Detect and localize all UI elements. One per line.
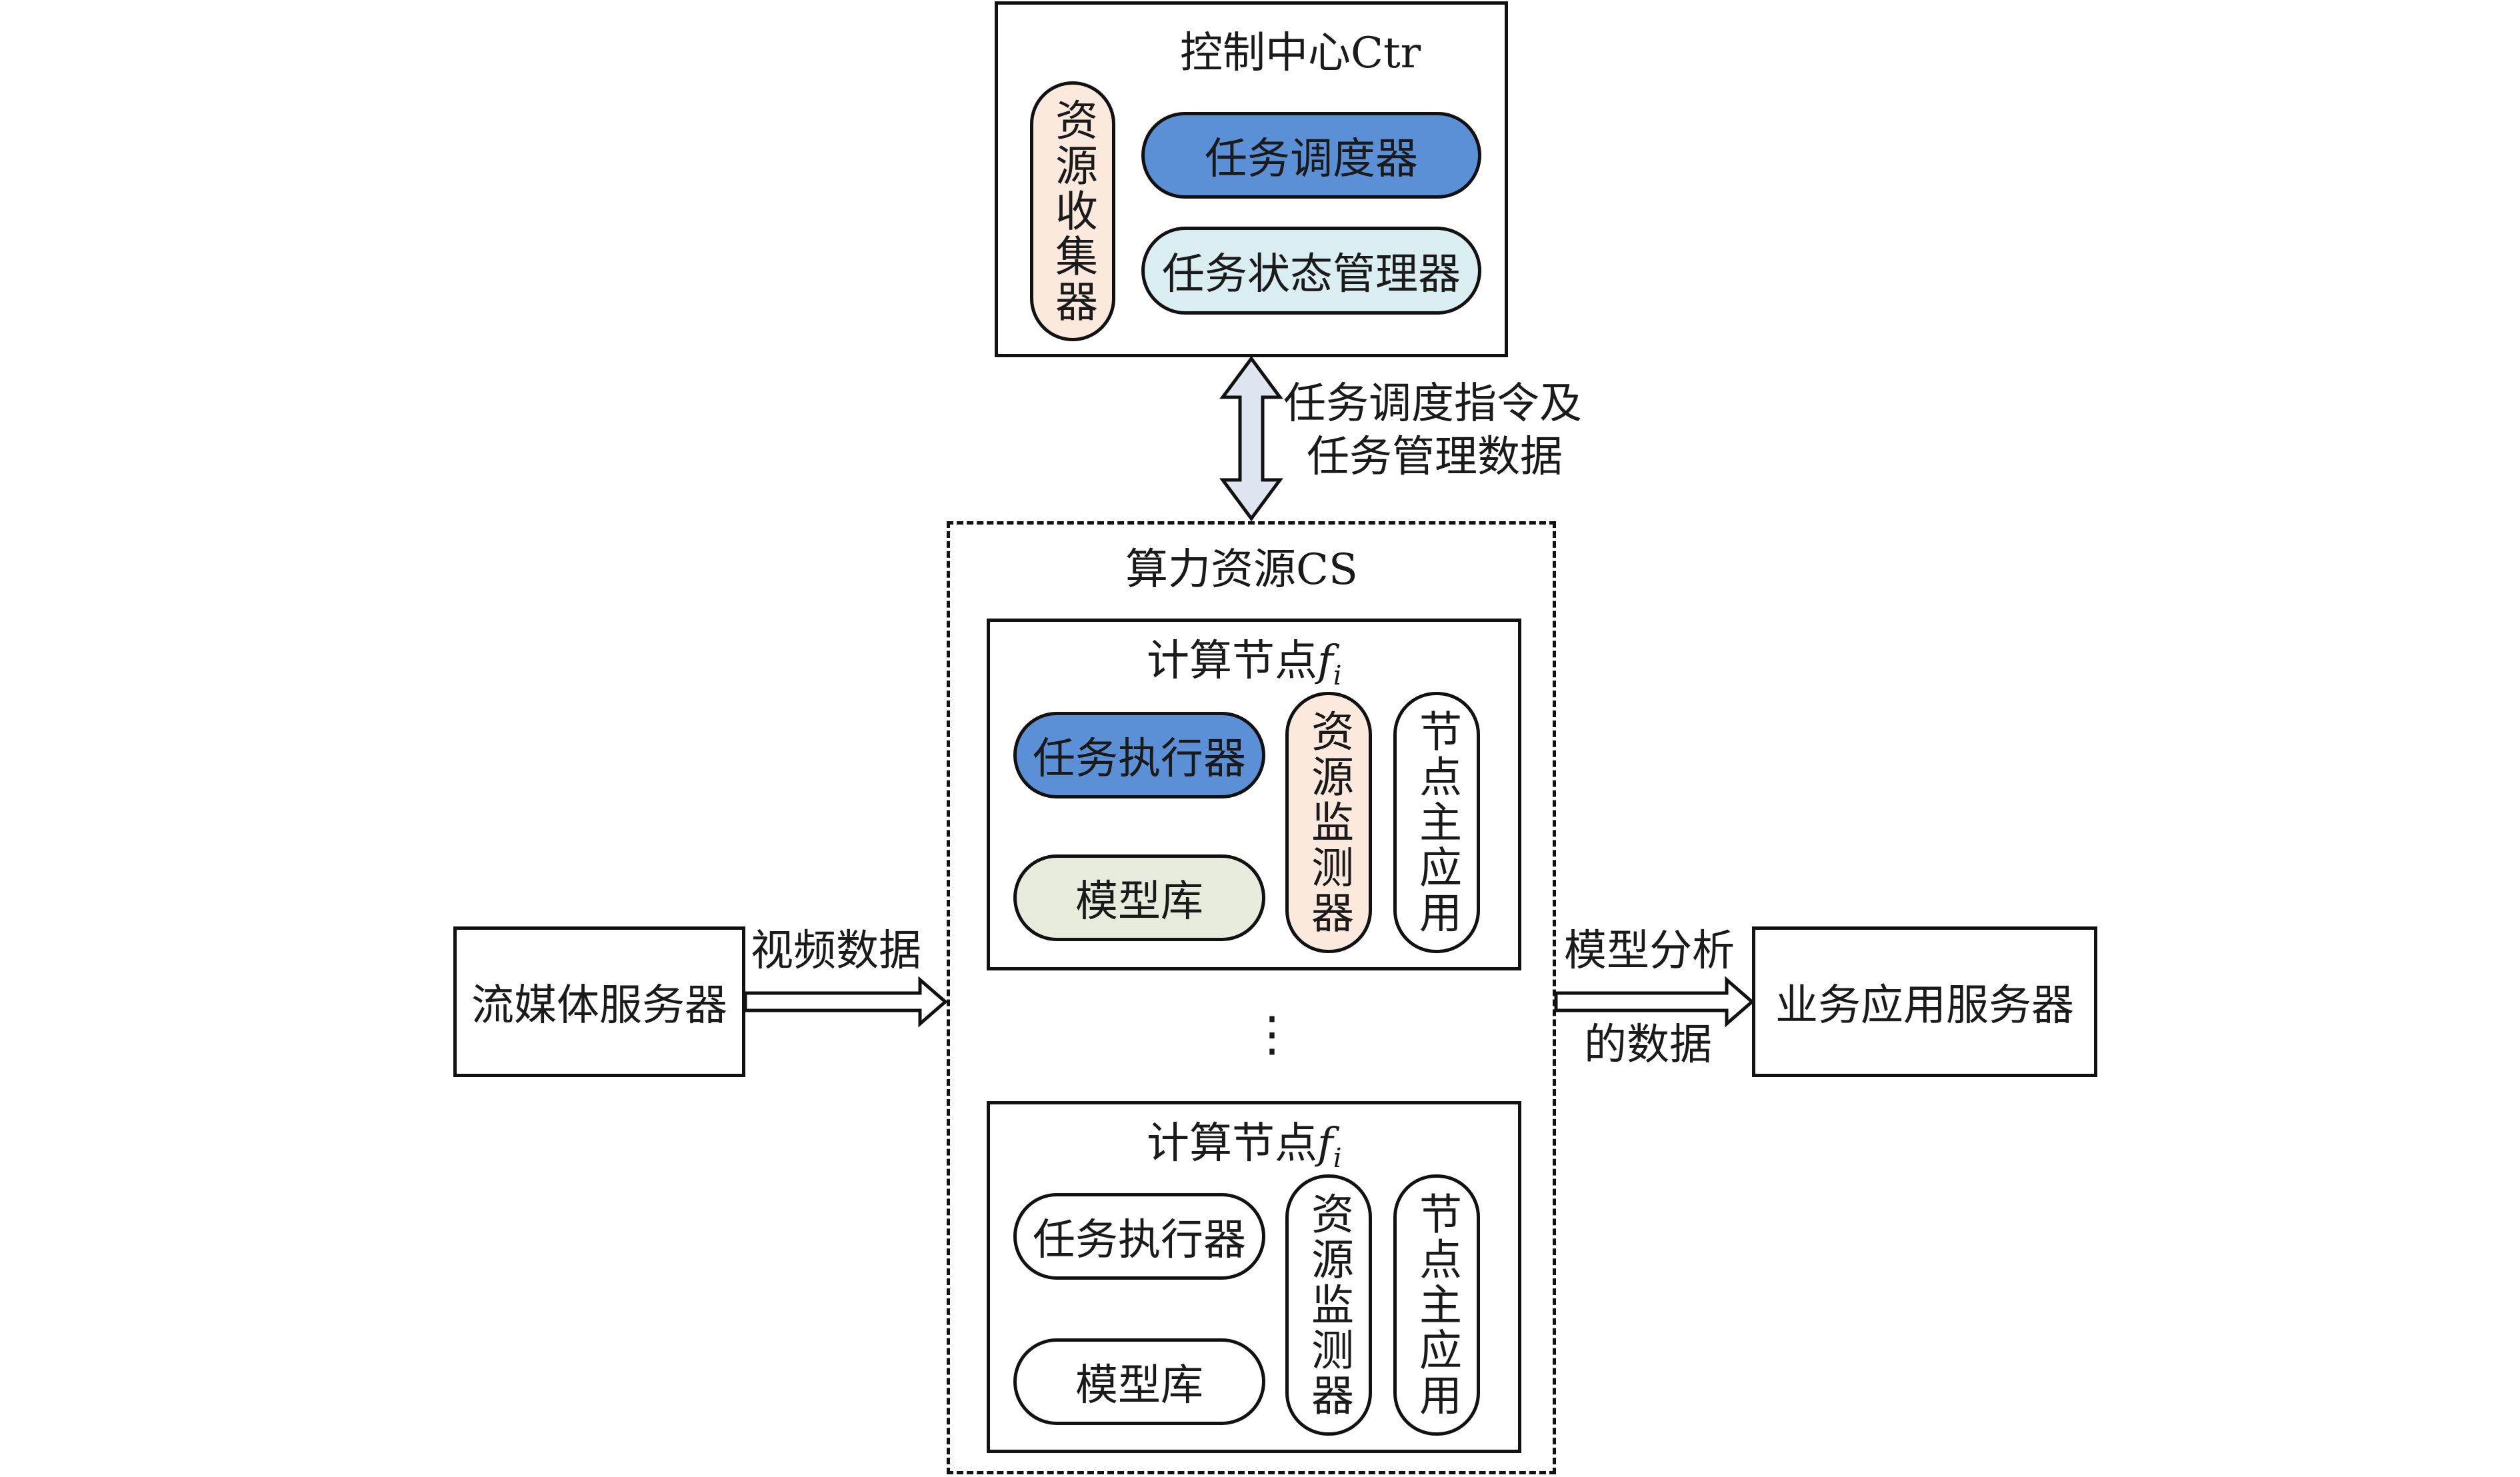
control-center-title: 控制中心Ctr: [1180, 29, 1421, 78]
link-label-line2: 任务管理数据: [1307, 433, 1563, 482]
resource-monitor-2-label: 资源监测器: [1304, 1192, 1353, 1418]
result-data-label-line2: 的数据: [1584, 1020, 1712, 1070]
task-state-manager-label: 任务状态管理器: [1162, 250, 1461, 299]
app-server-box: 业务应用服务器: [1752, 926, 2097, 1077]
video-data-arrow: [743, 976, 948, 1028]
compute-node-1-title-text: 计算节点: [1147, 637, 1317, 686]
compute-node-2-var-f: f: [1317, 1119, 1333, 1168]
task-scheduler: 任务调度器: [1141, 112, 1481, 199]
resource-monitor-1-label: 资源监测器: [1304, 709, 1353, 936]
node-main-app-2: 节点主应用: [1393, 1174, 1480, 1436]
node-main-app-1-label: 节点主应用: [1412, 709, 1461, 936]
task-executor-2-label: 任务执行器: [1033, 1216, 1246, 1265]
task-scheduler-label: 任务调度器: [1205, 135, 1418, 184]
link-label-line1: 任务调度指令及: [1283, 379, 1582, 429]
task-executor-1-label: 任务执行器: [1033, 735, 1246, 784]
nodes-ellipsis: ⋮: [1248, 1006, 1296, 1062]
streaming-server-label: 流媒体服务器: [471, 981, 727, 1030]
task-executor-1: 任务执行器: [1013, 712, 1265, 798]
resource-collector-label: 资源收集器: [1048, 98, 1097, 325]
result-data-arrow: [1554, 976, 1755, 1028]
node-main-app-1: 节点主应用: [1393, 692, 1480, 953]
task-executor-2: 任务执行器: [1013, 1193, 1265, 1280]
streaming-server-box: 流媒体服务器: [453, 926, 745, 1077]
compute-node-1-var-i: i: [1333, 660, 1342, 691]
app-server-label: 业务应用服务器: [1775, 981, 2074, 1030]
resource-collector: 资源收集器: [1030, 81, 1115, 341]
compute-resource-title: 算力资源CS: [1125, 545, 1358, 595]
model-library-1: 模型库: [1013, 854, 1265, 941]
task-state-manager: 任务状态管理器: [1141, 227, 1481, 315]
model-library-2: 模型库: [1013, 1338, 1265, 1425]
video-data-label: 视频数据: [751, 926, 921, 976]
double-arrow-shape: [1219, 355, 1283, 522]
model-library-1-label: 模型库: [1075, 877, 1203, 926]
compute-node-2-title-var: fi: [1317, 1119, 1341, 1172]
compute-node-2-var-i: i: [1333, 1142, 1342, 1174]
compute-node-1-title: 计算节点fi: [1147, 640, 1341, 689]
compute-node-1-var-f: f: [1317, 637, 1333, 686]
node-main-app-2-label: 节点主应用: [1412, 1192, 1461, 1418]
compute-node-2-title-text: 计算节点: [1147, 1119, 1317, 1168]
compute-node-2-title: 计算节点fi: [1147, 1122, 1341, 1172]
resource-monitor-2: 资源监测器: [1285, 1174, 1372, 1436]
model-library-2-label: 模型库: [1075, 1361, 1203, 1410]
resource-monitor-1: 资源监测器: [1285, 692, 1372, 953]
result-data-label-line1: 模型分析: [1564, 926, 1735, 976]
compute-node-1-title-var: fi: [1317, 637, 1341, 689]
